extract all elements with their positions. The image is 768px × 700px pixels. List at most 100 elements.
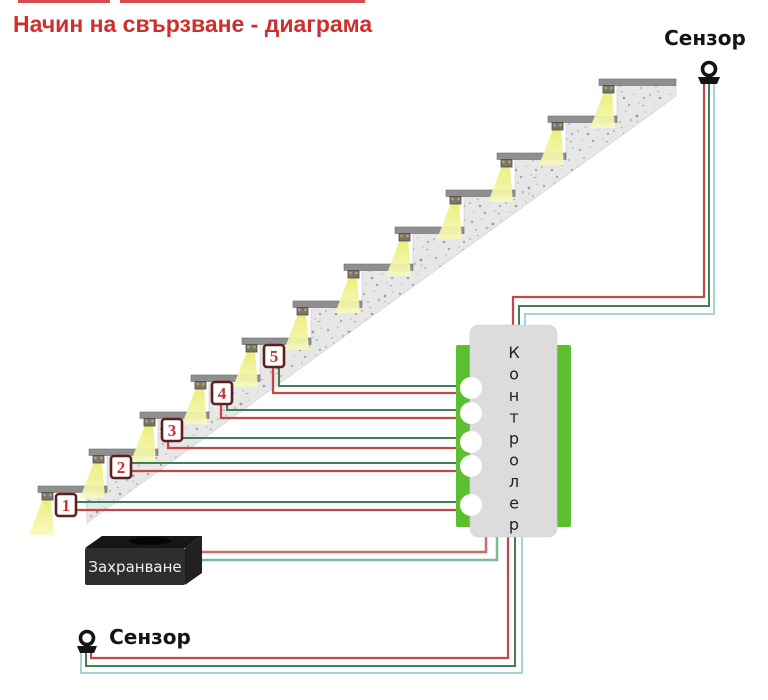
top-edge-artifact [120, 0, 365, 3]
step-number: 3 [168, 421, 177, 440]
step-light-cone [386, 240, 411, 276]
step-light-cone [182, 388, 207, 424]
wire-topsensor-teal [524, 83, 715, 327]
controller-terminal [460, 402, 482, 424]
wire-power-green [196, 537, 499, 562]
power-supply: Захранване [85, 536, 202, 585]
fixture-screw-icon [604, 86, 607, 90]
step-light-fixture [449, 196, 462, 205]
step-light-cone [488, 166, 513, 202]
step-number: 2 [117, 458, 126, 477]
top-edge-artifact [18, 0, 110, 3]
power-wires [196, 537, 499, 562]
controller-label-letter: о [509, 365, 519, 384]
fixture-screw-icon [508, 160, 511, 164]
step-light-fixture [41, 492, 54, 501]
wire-step4-red [219, 404, 464, 420]
fixture-screw-icon [298, 308, 301, 312]
step-number-badge [54, 492, 78, 518]
step-light-fixture [92, 455, 105, 464]
power-supply-side-face [185, 536, 202, 585]
fixture-screw-icon [400, 234, 403, 238]
step-light-cone [539, 129, 564, 165]
wire-power-red [196, 537, 488, 554]
wire-topsensor-red [511, 83, 706, 327]
step-light-cone [80, 462, 105, 498]
step-light-fixture [347, 270, 360, 279]
controller-terminals [460, 377, 482, 516]
step-number-badge [109, 454, 133, 480]
fixture-screw-icon [304, 308, 307, 312]
controller-body [469, 324, 558, 538]
fixture-screw-icon [502, 160, 505, 164]
power-supply-front-face [85, 548, 185, 585]
step-light-fixture [296, 307, 309, 316]
fixture-screw-icon [100, 456, 103, 460]
wire-bottomsensor-teal [80, 537, 523, 674]
controller-label-letter: р [509, 429, 519, 448]
step-light-cone [590, 92, 615, 128]
step-number-badge [262, 343, 286, 369]
step-tread [292, 300, 363, 308]
fixture-screw-icon [349, 271, 352, 275]
step-tread [547, 115, 618, 123]
step-light-fixture [551, 122, 564, 131]
top-sensor-mount [698, 77, 720, 84]
bottom-sensor-mount [77, 646, 97, 653]
step-wires [76, 367, 464, 512]
fixture-screw-icon [355, 271, 358, 275]
step-light-cone [437, 203, 462, 239]
fixture-screw-icon [610, 86, 613, 90]
controller-label-letter: т [509, 408, 518, 427]
fixture-screw-icon [451, 197, 454, 201]
fixture-screw-icon [247, 345, 250, 349]
top-sensor-icon [700, 60, 718, 78]
controller-terminal [460, 494, 482, 516]
step-light-fixture [143, 418, 156, 427]
fixture-screw-icon [406, 234, 409, 238]
step-light-cone [29, 499, 54, 535]
fixture-screw-icon [151, 419, 154, 423]
wire-topsensor-green [518, 83, 710, 327]
wire-bottomsensor-green [85, 537, 516, 667]
controller-terminal [460, 431, 482, 453]
wire-step5-red [271, 367, 464, 395]
controller-strip-right [556, 345, 571, 527]
step-light-fixture [602, 85, 615, 94]
page-title: Начин на свързване - диаграма [13, 11, 372, 37]
step-light-cone [233, 351, 258, 387]
controller-label-letter: К [508, 343, 520, 362]
controller-label-letter: р [509, 515, 519, 534]
step-light-fixture [194, 381, 207, 390]
step-light-fixture [500, 159, 513, 168]
step-number: 5 [270, 347, 279, 366]
step-number: 4 [218, 384, 227, 403]
step-light-cone [284, 314, 309, 350]
top-sensor-label: Сензор [664, 26, 746, 50]
fixture-screw-icon [49, 493, 52, 497]
wire-bottomsensor-red [89, 537, 510, 660]
controller-label-letter: л [509, 472, 519, 491]
fixture-screw-icon [196, 382, 199, 386]
wire-step5-green [278, 367, 464, 387]
step-tread [394, 226, 465, 234]
controller-terminal [460, 377, 482, 399]
bottom-sensor-icon [78, 629, 96, 647]
bottom-sensor-label: Сензор [109, 625, 191, 649]
staircase-steps [29, 78, 677, 535]
top-sensor: Сензор [664, 26, 746, 84]
fixture-screw-icon [145, 419, 148, 423]
fixture-screw-icon [253, 345, 256, 349]
step-number-badge [160, 417, 184, 443]
staircase-concrete [85, 84, 677, 524]
controller-label-letter: е [509, 494, 519, 513]
step-tread [343, 263, 414, 271]
step-tread [445, 189, 516, 197]
fixture-screw-icon [559, 123, 562, 127]
power-supply-vent [129, 537, 171, 545]
bottom-sensor-wires [80, 537, 523, 674]
